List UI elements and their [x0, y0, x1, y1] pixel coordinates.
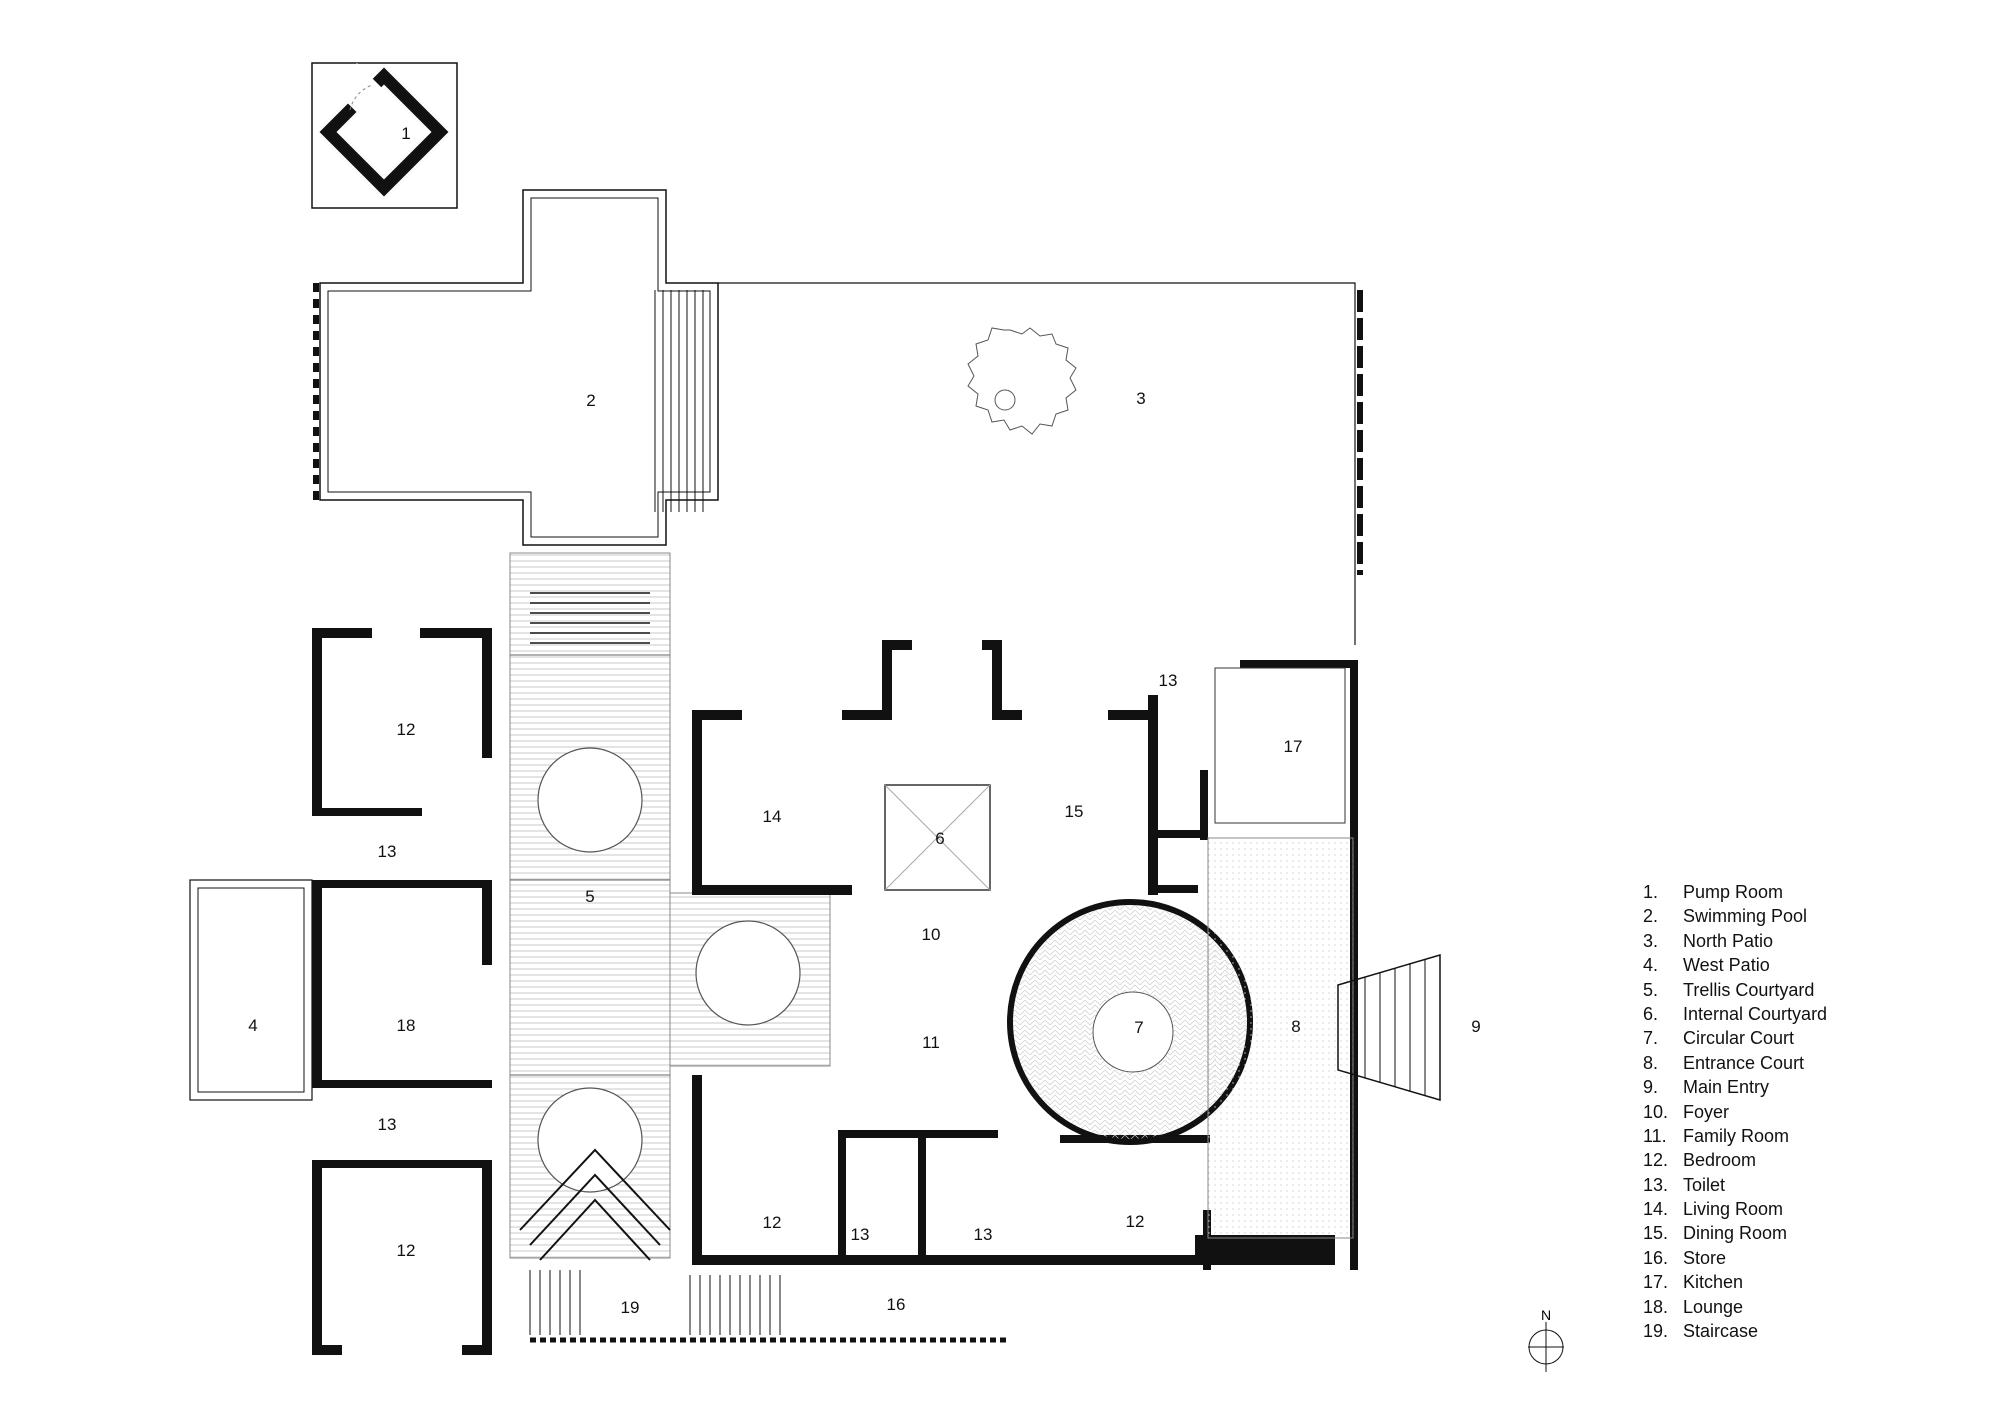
legend-item: 13.Toilet — [1643, 1174, 1726, 1195]
north-arrow: N — [1528, 1307, 1564, 1372]
room-label-9: 9 — [1471, 1017, 1480, 1036]
trellis-courtyard — [509, 552, 831, 1261]
room-label-4: 4 — [248, 1016, 257, 1035]
legend-item: 6.Internal Courtyard — [1643, 1003, 1828, 1024]
north-patio — [718, 282, 1363, 645]
legend-item: 9.Main Entry — [1643, 1077, 1770, 1098]
room-label-2: 2 — [586, 391, 595, 410]
legend-item: 16.Store — [1643, 1247, 1727, 1268]
west-patio — [189, 879, 313, 1101]
legend-item: 7.Circular Court — [1643, 1028, 1795, 1049]
pump-room — [311, 62, 458, 209]
west-wing-walls — [312, 628, 492, 1355]
room-label-3: 3 — [1136, 389, 1145, 408]
room-label-13-b: 13 — [378, 1115, 397, 1134]
legend-item: 14.Living Room — [1643, 1199, 1784, 1220]
room-label-14: 14 — [763, 807, 782, 826]
room-label-13-d: 13 — [974, 1225, 993, 1244]
main-entry-stairs — [1337, 953, 1441, 1102]
legend: 1.Pump Room 2.Swimming Pool 3.North Pati… — [1643, 880, 1973, 1343]
legend-item: 3.North Patio — [1643, 930, 1774, 951]
room-label-13-c: 13 — [851, 1225, 870, 1244]
room-label-12-s1: 12 — [763, 1213, 782, 1232]
north-label: N — [1541, 1307, 1551, 1323]
circular-court — [1007, 899, 1253, 1145]
room-label-10: 10 — [922, 925, 941, 944]
room-label-7: 7 — [1134, 1018, 1143, 1037]
staircase — [529, 1270, 1010, 1343]
room-label-12-sw: 12 — [397, 1241, 416, 1260]
legend-item: 12.Bedroom — [1643, 1150, 1757, 1171]
legend-item: 15.Dining Room — [1643, 1223, 1788, 1244]
room-label-6: 6 — [935, 829, 944, 848]
room-label-8: 8 — [1291, 1017, 1300, 1036]
room-label-11: 11 — [922, 1033, 940, 1052]
legend-item: 10.Foyer — [1643, 1101, 1730, 1122]
swimming-pool — [313, 189, 719, 546]
room-label-17: 17 — [1284, 737, 1303, 756]
room-label-12-s2: 12 — [1126, 1212, 1145, 1231]
room-label-16: 16 — [887, 1295, 906, 1314]
room-label-13-a: 13 — [378, 842, 397, 861]
entrance-court — [1207, 837, 1354, 1239]
room-label-15: 15 — [1065, 802, 1084, 821]
legend-item: 18.Lounge — [1643, 1296, 1744, 1317]
room-label-13-e: 13 — [1159, 671, 1178, 690]
room-label-19: 19 — [621, 1298, 640, 1317]
legend-item: 17.Kitchen — [1643, 1272, 1744, 1293]
kitchen-outline — [1214, 667, 1346, 824]
legend-item: 2.Swimming Pool — [1643, 906, 1808, 927]
room-label-5: 5 — [585, 887, 594, 906]
legend-item: 11.Family Room — [1643, 1125, 1790, 1146]
legend-item: 19.Staircase — [1643, 1321, 1759, 1342]
internal-courtyard — [884, 784, 991, 891]
west-patio-inner — [197, 887, 305, 1093]
legend-item: 5.Trellis Courtyard — [1643, 979, 1815, 1000]
legend-item: 1.Pump Room — [1643, 882, 1784, 902]
room-label-12-nw: 12 — [397, 720, 416, 739]
room-label-1: 1 — [401, 124, 410, 143]
legend-item: 8.Entrance Court — [1643, 1052, 1805, 1073]
room-label-18: 18 — [397, 1016, 416, 1035]
legend-item: 4.West Patio — [1643, 955, 1770, 976]
